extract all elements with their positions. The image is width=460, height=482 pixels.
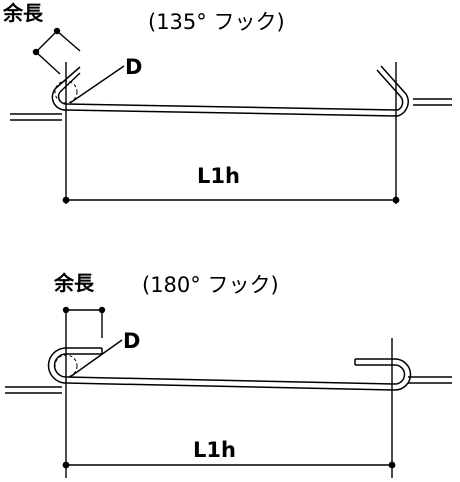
- hook-180-figure: 余長 (180° フック) D: [5, 271, 452, 478]
- hook-180-length-dimension: [62, 310, 396, 478]
- hook-180-extra-length-dimension: [62, 306, 106, 338]
- hook-180-title: (180° フック): [142, 273, 279, 297]
- hook-135-extra-length-dimension: [32, 27, 81, 75]
- hook-180-diameter-indicator: [54, 339, 123, 378]
- hook-180-diameter-label: D: [123, 329, 140, 353]
- hook-135-ground-lines: [10, 98, 452, 121]
- hook-180-ground-lines: [5, 376, 452, 394]
- hook-180-length-label: L1h: [193, 438, 236, 462]
- hook-135-extra-length-label: 余長: [2, 1, 44, 25]
- hook-135-rebar: [51, 65, 409, 117]
- hook-135-diameter-label: D: [125, 55, 142, 79]
- hook-180-extra-length-label: 余長: [53, 271, 95, 295]
- hook-135-figure: (135° フック) 余長 D: [2, 1, 452, 204]
- hook-135-length-dimension: [62, 62, 400, 204]
- hook-135-title: (135° フック): [148, 10, 285, 34]
- hook-135-length-label: L1h: [197, 164, 240, 188]
